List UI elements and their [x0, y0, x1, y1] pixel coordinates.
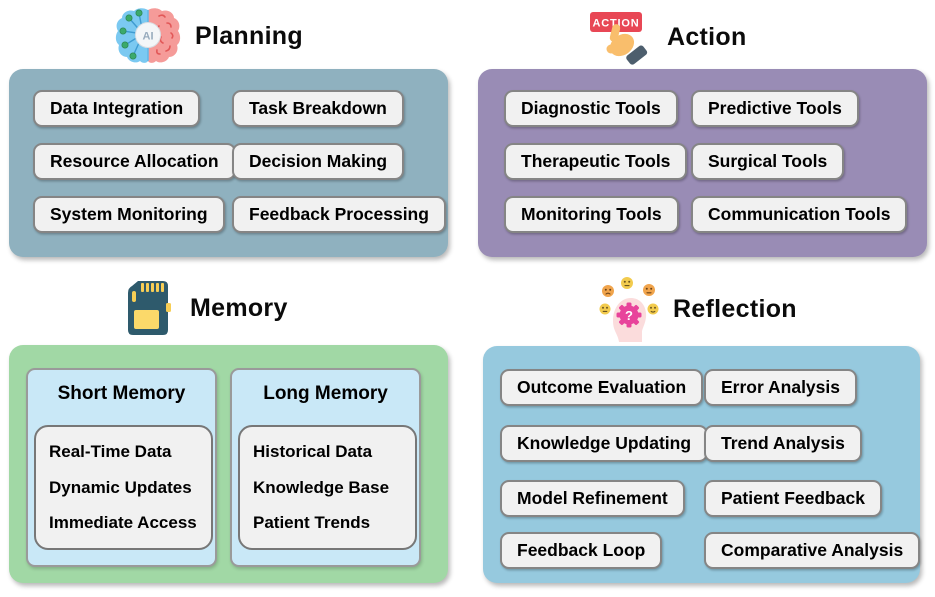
chip-monitoring-tools: Monitoring Tools — [504, 196, 679, 233]
action-header: ACTION Action — [584, 8, 747, 66]
chip-therapeutic-tools: Therapeutic Tools — [504, 143, 688, 180]
chip-system-monitoring: System Monitoring — [33, 196, 225, 233]
sleeve-shape — [626, 45, 648, 65]
reflection-header: ? Reflection — [598, 276, 797, 342]
sd-card-details — [132, 283, 171, 329]
memory-title: Memory — [190, 293, 288, 322]
chip-comparative-analysis: Comparative Analysis — [704, 532, 921, 569]
short-memory-title: Short Memory — [57, 383, 186, 404]
planning-title: Planning — [195, 21, 303, 50]
memory-card-icon — [128, 281, 171, 335]
brain-left-half — [115, 8, 148, 63]
memory-item-knowledge-base: Knowledge Base — [253, 477, 390, 497]
long-memory-subpanel: Long Memory Historical Data Knowledge Ba… — [230, 368, 421, 567]
memory-item-immediate-access: Immediate Access — [49, 512, 197, 532]
ai-badge — [135, 22, 161, 48]
chip-feedback-processing: Feedback Processing — [232, 196, 446, 233]
action-button-shape — [590, 12, 642, 32]
chip-knowledge-updating: Knowledge Updating — [500, 425, 709, 462]
planning-panel: Data Integration Task Breakdown Resource… — [9, 69, 448, 257]
chip-model-refinement: Model Refinement — [500, 480, 685, 517]
chip-predictive-tools: Predictive Tools — [691, 90, 859, 127]
memory-header: Memory — [124, 279, 288, 337]
memory-item-historical-data: Historical Data — [253, 442, 373, 462]
gear-question-label: ? — [625, 308, 633, 323]
memory-item-dynamic-updates: Dynamic Updates — [49, 477, 192, 497]
chip-diagnostic-tools: Diagnostic Tools — [504, 90, 678, 127]
chip-patient-feedback: Patient Feedback — [704, 480, 882, 517]
circuit-lines — [122, 12, 144, 57]
memory-item-patient-trends: Patient Trends — [253, 512, 371, 532]
pointing-hand-shape — [606, 24, 635, 57]
chip-trend-analysis: Trend Analysis — [704, 425, 862, 462]
action-title: Action — [667, 22, 747, 51]
ai-badge-label: AI — [143, 31, 154, 43]
chip-feedback-loop: Feedback Loop — [500, 532, 663, 569]
thinking-head-icon: ? — [599, 277, 659, 342]
chip-communication-tools: Communication Tools — [691, 196, 908, 233]
ai-brain-icon: AI — [115, 8, 181, 63]
reflection-panel: Outcome Evaluation Error Analysis Knowle… — [483, 346, 921, 583]
short-memory-subpanel: Short Memory Real-Time Data Dynamic Upda… — [26, 368, 217, 567]
chip-error-analysis: Error Analysis — [704, 369, 857, 406]
chip-outcome-evaluation: Outcome Evaluation — [500, 369, 704, 406]
action-panel: Diagnostic Tools Predictive Tools Therap… — [478, 69, 927, 257]
click-hand-icon: ACTION — [590, 12, 648, 65]
action-button-label: ACTION — [593, 18, 640, 30]
memory-panel: Short Memory Real-Time Data Dynamic Upda… — [9, 345, 448, 583]
chip-surgical-tools: Surgical Tools — [691, 143, 845, 180]
reflection-title: Reflection — [673, 294, 797, 323]
chip-data-integration: Data Integration — [33, 90, 201, 127]
memory-item-real-time-data: Real-Time Data — [49, 442, 172, 462]
chip-resource-allocation: Resource Allocation — [33, 143, 236, 180]
planning-header: AI Planning — [115, 6, 303, 66]
gear-icon — [616, 302, 642, 328]
brain-right-half — [148, 8, 181, 63]
emoji-faces — [599, 277, 659, 315]
long-memory-list: Historical Data Knowledge Base Patient T… — [238, 425, 417, 550]
chip-task-breakdown: Task Breakdown — [232, 90, 404, 127]
circuit-nodes — [119, 9, 143, 60]
chip-decision-making: Decision Making — [232, 143, 405, 180]
short-memory-list: Real-Time Data Dynamic Updates Immediate… — [34, 425, 213, 550]
long-memory-title: Long Memory — [263, 383, 388, 404]
